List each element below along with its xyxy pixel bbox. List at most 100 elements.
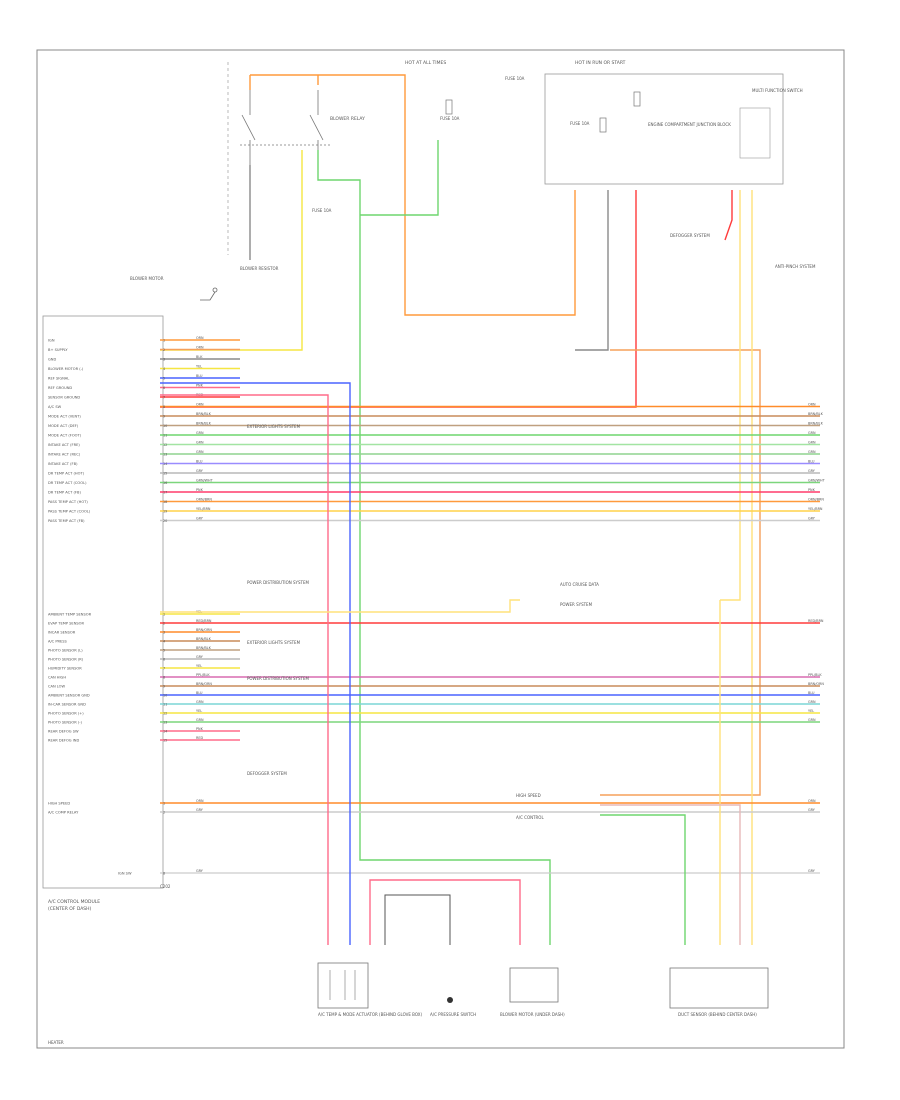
row-pin-number: 4 [163,367,165,371]
diagram-frame [36,49,845,1049]
row-pin-number: 2 [163,811,165,815]
row-wire-color: GRY [196,655,204,659]
duct-sensor-label: DUCT SENSOR (BEHIND CENTER DASH) [678,1012,757,1017]
row-pin-number: 14 [163,462,167,466]
row-wire-color-right: YEL [808,709,814,713]
row-function-label: IGN SW [118,872,132,876]
row-wire-color: GRN [196,718,204,722]
row-function-label: A/C COMP RELAY [48,811,79,815]
note-power-distribution-a: POWER DISTRIBUTION SYSTEM [247,580,309,585]
row-wire-color: BLU [196,691,203,695]
row-wire-color-right: ORN [808,799,816,803]
ground-connector [200,287,218,301]
fuse-c-label: FUSE 10A [505,76,525,81]
row-function-label: PHOTO SENSOR (+) [48,712,84,716]
row-wire-color: BRN/BLK [196,637,212,641]
row-wire-color-right: BLU [808,691,815,695]
row-wire-color: BLK [196,355,203,359]
row-function-label: PHOTO SENSOR (L) [48,649,83,653]
row-wire-color: GRY [196,517,204,521]
row-function-label: DR TEMP ACT (COOL) [48,481,87,485]
relay-switch-right [240,90,330,150]
row-pin-number: 15 [163,472,167,476]
row-wire-color-right: BLU [808,460,815,464]
row-wire-color: ORN [196,799,204,803]
fuse-a-label: FUSE 10A [440,116,460,121]
row-pin-number: 6 [163,386,165,390]
row-wire-color: BRN/ORN [196,628,212,632]
row-function-label: DR TEMP ACT (FB) [48,491,81,495]
row-function-label: PASS TEMP ACT (HOT) [48,500,88,504]
note-high-speed: HIGH SPEED [516,793,541,798]
heater-tag: HEATER [48,1040,64,1045]
hot-all-times-label: HOT AT ALL TIMES [405,60,446,66]
row-pin-number: 9 [163,415,165,419]
row-wire-color: PNK [196,488,204,492]
row-pin-number: 11 [163,434,167,438]
row-function-label: EVAP TEMP SENSOR [48,622,84,626]
row-wire-color: YEL [196,709,202,713]
bottom-component-pressure-switch: A/C PRESSURE SWITCH [430,997,476,1017]
row-wire-color-right: BRN/ORN [808,682,824,686]
row-pin-number: 2 [163,348,165,352]
vertical-wires [160,382,741,945]
row-wire-color-right: ORN [808,403,816,407]
row-function-label: PHOTO SENSOR (-) [48,721,83,725]
fuse-symbols [445,91,641,133]
row-function-label: MODE ACT (FOOT) [48,434,82,438]
row-wire-color: BLU [196,374,203,378]
blower-relay-label: BLOWER RELAY [330,116,365,122]
row-wire-color-right: GRN [808,718,816,722]
ac-control-module-box [42,315,164,889]
row-pin-number: 15 [163,739,167,743]
row-pin-number: 6 [163,658,165,662]
row-pin-number: 1 [163,802,165,806]
row-wire-color-right: PNK [808,488,816,492]
row-wire-color: GRY [196,808,204,812]
row-wire-color-right: GRY [808,517,816,521]
row-wire-color-right: GRN [808,441,816,445]
row-wire-color: BLU [196,460,203,464]
row-function-label: REAR DEFOG SW [48,730,79,734]
row-pin-number: 20 [163,519,167,523]
ecu-module-label: ENGINE COMPARTMENT JUNCTION BLOCK [648,122,731,127]
blower-box-label: BLOWER MOTOR [130,276,164,281]
row-pin-number: 13 [163,721,167,725]
row-pin-number: 14 [163,730,167,734]
row-pin-number: 9 [163,685,165,689]
row-wire-color-right: GRY [808,869,816,873]
row-function-label: INTAKE ACT (FRE) [48,443,80,447]
row-pin-number: 13 [163,453,167,457]
module-connector-label: C202 [160,884,171,889]
row-pin-number: 12 [163,443,167,447]
row-pin-number: 10 [163,424,167,428]
row-wire-color: BRN/BLK [196,412,212,416]
row-wire-color: ORN/BRN [196,498,212,502]
row-wire-color: PPL/BLK [196,673,210,677]
row-function-label: REF GROUND [48,386,72,390]
row-wire-color-right: BRN/BLK [808,412,824,416]
row-function-label: AMBIENT TEMP SENSOR [48,613,92,617]
row-function-label: A/C PRESS [48,640,68,644]
row-wire-color: RED/BRN [196,619,212,623]
note-exterior-lights-b: EXTERIOR LIGHTS SYSTEM [247,640,301,645]
note-exterior-lights-a: EXTERIOR LIGHTS SYSTEM [247,424,301,429]
row-wire-color: YEL [196,365,202,369]
row-wire-color: GRN [196,431,204,435]
row-function-label: HUMIDITY SENSOR [48,667,82,671]
row-function-label: SENSOR GROUND [48,396,80,400]
hot-run-start-label: HOT IN RUN OR START [575,60,626,66]
relay-switch-left [241,90,256,165]
row-function-label: REAR DEFOG IND [48,739,79,743]
row-pin-number: 19 [163,510,167,514]
row-pin-number: 3 [163,631,165,635]
junction-block-box [544,73,784,185]
row-wire-color-right: ORN/BRN [808,498,824,502]
row-wire-color-right: GRN [808,431,816,435]
row-wire-color: GRN [196,450,204,454]
row-pin-number: 1 [163,613,165,617]
row-function-label: BLOWER MOTOR (-) [48,367,84,371]
